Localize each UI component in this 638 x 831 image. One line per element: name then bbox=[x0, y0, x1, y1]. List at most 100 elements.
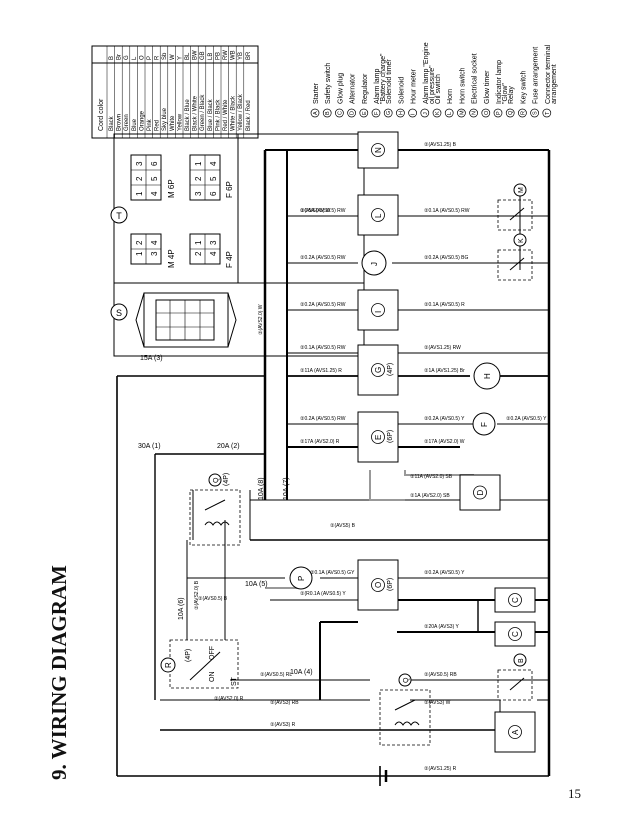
key-switch-r-pins: (4P) bbox=[185, 649, 192, 662]
wire-label: ②(AVS2.0) W bbox=[258, 304, 264, 335]
legend-letter: M bbox=[459, 110, 465, 115]
color-code-LB: LB bbox=[208, 53, 214, 60]
color-code-B: B bbox=[109, 56, 115, 60]
legend-label-s: Fuse arrangement bbox=[533, 47, 540, 104]
color-name-WB: White / Black bbox=[231, 95, 237, 131]
glow-timer-o-label: O bbox=[374, 582, 383, 588]
legend-label-q: Relay bbox=[508, 86, 515, 104]
wire-label: ②0.2A (AVS0.5) Y bbox=[424, 416, 465, 422]
fuse-box bbox=[135, 292, 237, 348]
legend-letter: N bbox=[472, 111, 478, 115]
hour-meter-i-label: I bbox=[374, 311, 383, 313]
legend-item-n: N Electrical socket bbox=[469, 53, 479, 118]
lamp-p: P bbox=[289, 566, 313, 590]
svg-text:6: 6 bbox=[209, 191, 218, 196]
legend-label2-p: "Glow" bbox=[502, 83, 509, 104]
starter-a: A bbox=[494, 711, 536, 753]
lamp-f-label: F bbox=[480, 422, 489, 427]
legend-item-s: S Fuse arrangement bbox=[530, 47, 540, 118]
color-code-Br: Br bbox=[117, 54, 123, 60]
relay-q2: Q bbox=[379, 673, 431, 746]
color-code-GB: GB bbox=[200, 51, 206, 60]
lamp-j-label: J bbox=[370, 262, 379, 266]
legend-letter: J bbox=[423, 112, 429, 115]
fuse-f15: 15A (3) bbox=[140, 355, 163, 362]
wire-label: ②17A (AVS2.0) R bbox=[300, 439, 340, 445]
legend-letter: A bbox=[313, 111, 319, 115]
wire-label: ②(AVS1.25) R bbox=[424, 766, 457, 772]
wire-label: ②0.1A (AVS0.5) RW bbox=[424, 208, 470, 214]
alternator-d-label: D bbox=[476, 490, 485, 496]
color-code-BW: BW bbox=[193, 50, 199, 60]
wire-label: ②0.2A (AVS0.5) RW bbox=[300, 416, 346, 422]
svg-text:4: 4 bbox=[209, 251, 218, 256]
wire-label: ②(AVS2.0) R bbox=[214, 696, 244, 702]
legend-letter: H bbox=[398, 111, 404, 115]
glow-plug-c1-label: C bbox=[511, 597, 520, 603]
relay-q1-pins: (4P) bbox=[223, 473, 230, 486]
legend-label-e: Regulator bbox=[362, 73, 369, 104]
wire-label: ②0.1A (AVS0.5) GY bbox=[310, 570, 355, 576]
solenoid-timer-g-label: G bbox=[374, 367, 383, 373]
safety-switch-b: B bbox=[497, 653, 533, 701]
color-code-R: R bbox=[155, 55, 161, 60]
svg-text:4: 4 bbox=[150, 240, 159, 245]
color-code-L: L bbox=[132, 56, 138, 60]
legend-label-f: Alarm lamp bbox=[374, 68, 381, 104]
legend-label-o: Glow timer bbox=[484, 70, 491, 104]
connector-m6p-label: M 6P bbox=[167, 179, 176, 198]
connector-m6p: 1 2 3 4 5 6 M 6P bbox=[130, 154, 176, 201]
lamp-p-label: P bbox=[297, 576, 306, 581]
svg-text:2: 2 bbox=[135, 240, 144, 245]
glow-timer-o-pins: (6P) bbox=[387, 578, 394, 591]
legend-letter: S bbox=[533, 111, 539, 115]
legend-label-m: Horn switch bbox=[459, 67, 466, 104]
legend-label-p: Indicator lamp bbox=[496, 60, 503, 104]
color-name-PB: Pink / Black bbox=[215, 99, 221, 131]
wire-label: ②(AVS3) R bbox=[270, 722, 296, 728]
wire-label: ②(AVS5) B bbox=[330, 523, 356, 529]
horn-switch-m-label: M bbox=[518, 187, 525, 193]
fuse-f20: 20A (2) bbox=[217, 443, 240, 450]
glow-plug-c2: C bbox=[494, 621, 536, 647]
horn-l: L bbox=[357, 194, 399, 236]
legend-label2-f: "Battery charge" bbox=[380, 53, 387, 104]
legend-letter: F bbox=[374, 111, 380, 115]
legend-label2-t: arrangement bbox=[551, 64, 558, 104]
wire-label: ②(AVS3) RB bbox=[270, 700, 299, 706]
connector-f4p-label: F 4P bbox=[225, 251, 234, 268]
connector-label-t: T bbox=[116, 211, 122, 221]
wire-label: ②11A (AVS1.25) R bbox=[300, 368, 342, 374]
wire-label: ②0.5A (AVS0.5) RW bbox=[300, 208, 346, 214]
solenoid-timer-g: G(4P) bbox=[357, 344, 399, 396]
legend-label-i: Hour meter bbox=[411, 68, 418, 104]
safety-switch-b-label: B bbox=[518, 658, 525, 663]
fuse-label-s: S bbox=[116, 308, 122, 318]
legend-letter: G bbox=[386, 111, 392, 115]
oil-switch-k-label: K bbox=[518, 238, 525, 243]
wire-label: ②0.2A (AVS0.5) RW bbox=[300, 302, 346, 308]
svg-text:6: 6 bbox=[150, 161, 159, 166]
legend-label-n: Electrical socket bbox=[472, 53, 479, 104]
glow-plug-c1: C bbox=[494, 587, 536, 613]
color-name-YB: Yellow / Black bbox=[238, 93, 244, 131]
fuse-f10_5: 10A (5) bbox=[245, 581, 268, 588]
legend-item-f: F Alarm lamp"Battery charge" bbox=[371, 53, 387, 118]
legend-label-l: Horn bbox=[447, 89, 454, 104]
fuse-f10_7: 10A (7) bbox=[283, 477, 290, 500]
svg-text:2: 2 bbox=[194, 176, 203, 181]
legend-letter: I bbox=[411, 113, 417, 115]
svg-text:3: 3 bbox=[150, 251, 159, 256]
color-code-O: O bbox=[139, 55, 145, 60]
relay-q1-label: Q bbox=[213, 477, 220, 483]
relay-q2-label: Q bbox=[403, 677, 410, 683]
wire-label: ②1A (AVS2.0) SB bbox=[410, 493, 450, 499]
connector-m4p-label: M 4P bbox=[167, 249, 176, 268]
